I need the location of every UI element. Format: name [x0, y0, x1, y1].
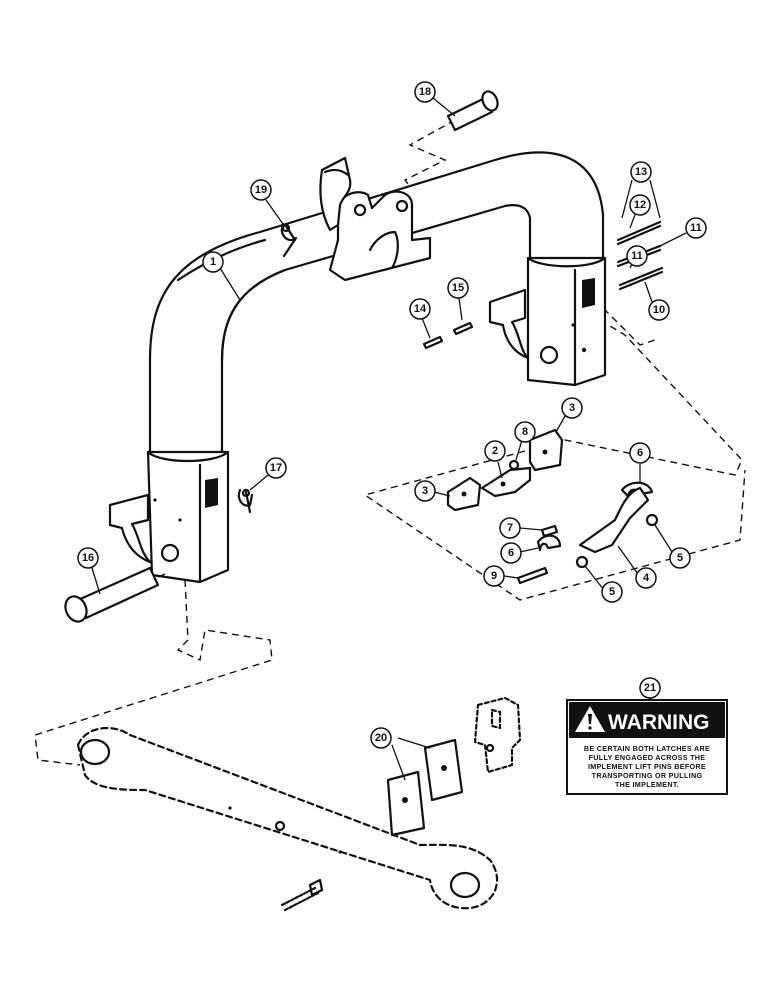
- assembly-dash-lines: [34, 119, 746, 766]
- callout-16: 16: [77, 547, 99, 569]
- svg-text:15: 15: [452, 282, 464, 294]
- warning-decal: WARNING BE CERTAIN BOTH LATCHES ARE FULL…: [566, 699, 728, 795]
- callouts: 1 2 3 3 4 5 5 6 6 7 8 9 10: [77, 81, 707, 781]
- cotter-pins: [616, 220, 664, 291]
- svg-text:17: 17: [270, 462, 282, 474]
- callout-6-left: 6: [500, 542, 522, 564]
- center-hitch-bracket: [328, 190, 432, 282]
- svg-text:5: 5: [609, 586, 615, 598]
- svg-text:18: 18: [419, 86, 431, 98]
- callout-5-bottom: 5: [601, 581, 623, 603]
- svg-text:7: 7: [507, 522, 513, 534]
- lower-cross-bar: [76, 726, 499, 910]
- warning-decal-title: WARNING: [608, 711, 710, 734]
- svg-text:6: 6: [508, 547, 514, 559]
- left-latch-foot: [108, 493, 152, 564]
- svg-text:13: 13: [635, 166, 647, 178]
- bolt: [280, 878, 324, 912]
- callout-20: 20: [370, 727, 392, 749]
- callout-14: 14: [409, 298, 431, 320]
- pin-16: [64, 566, 166, 623]
- svg-text:19: 19: [255, 184, 267, 196]
- plates-20: [386, 738, 464, 837]
- svg-text:3: 3: [422, 485, 428, 497]
- callout-3-left: 3: [414, 480, 436, 502]
- callout-13: 13: [630, 161, 652, 183]
- phantom-bracket: [473, 696, 522, 774]
- svg-text:9: 9: [491, 570, 497, 582]
- callout-10: 10: [648, 299, 670, 321]
- callout-12: 12: [629, 194, 651, 216]
- svg-text:2: 2: [492, 445, 498, 457]
- callout-17: 17: [265, 457, 287, 479]
- right-leg-housing: [526, 256, 607, 387]
- callout-4: 4: [635, 567, 657, 589]
- callout-8: 8: [514, 421, 536, 443]
- svg-text:8: 8: [522, 426, 528, 438]
- callout-21: 21: [639, 677, 661, 699]
- warning-decal-line: BE CERTAIN BOTH LATCHES ARE: [584, 744, 710, 753]
- callout-19: 19: [250, 179, 272, 201]
- svg-text:10: 10: [653, 304, 665, 316]
- callout-7: 7: [499, 517, 521, 539]
- top-latch-hook: [319, 156, 352, 232]
- callout-2: 2: [484, 440, 506, 462]
- callout-6-right: 6: [629, 442, 651, 464]
- svg-text:5: 5: [677, 552, 683, 564]
- left-leg-housing: [146, 450, 230, 584]
- svg-text:11: 11: [690, 222, 702, 234]
- svg-text:21: 21: [644, 682, 656, 694]
- svg-text:3: 3: [569, 402, 575, 414]
- svg-text:6: 6: [637, 447, 643, 459]
- hairpin-clip-19: [280, 222, 298, 258]
- roll-pins: [422, 321, 474, 350]
- warning-decal-line: TRANSPORTING OR PULLING: [592, 771, 703, 780]
- svg-text:11: 11: [631, 250, 643, 262]
- svg-text:4: 4: [643, 572, 650, 584]
- callout-1: 1: [202, 251, 224, 273]
- callout-5-right: 5: [669, 547, 691, 569]
- svg-text:12: 12: [634, 199, 646, 211]
- callout-11-right: 11: [685, 217, 707, 239]
- warning-decal-line: THE IMPLEMENT.: [615, 780, 679, 789]
- callout-18: 18: [414, 81, 436, 103]
- callout-3-right: 3: [561, 397, 583, 419]
- svg-text:1: 1: [210, 256, 216, 268]
- hairpin-clip-17: [237, 488, 254, 514]
- pin-18: [446, 90, 499, 132]
- right-latch-foot: [488, 288, 530, 360]
- callout-11-mid: 11: [626, 245, 648, 267]
- svg-text:16: 16: [82, 552, 94, 564]
- warning-decal-line: IMPLEMENT LIFT PINS BEFORE: [588, 762, 706, 771]
- callout-9: 9: [483, 565, 505, 587]
- latch-detail-parts: [446, 428, 659, 585]
- warning-decal-line: FULLY ENGAGED ACROSS THE: [589, 753, 706, 762]
- svg-text:20: 20: [375, 732, 387, 744]
- callout-15: 15: [447, 277, 469, 299]
- svg-text:14: 14: [414, 303, 427, 315]
